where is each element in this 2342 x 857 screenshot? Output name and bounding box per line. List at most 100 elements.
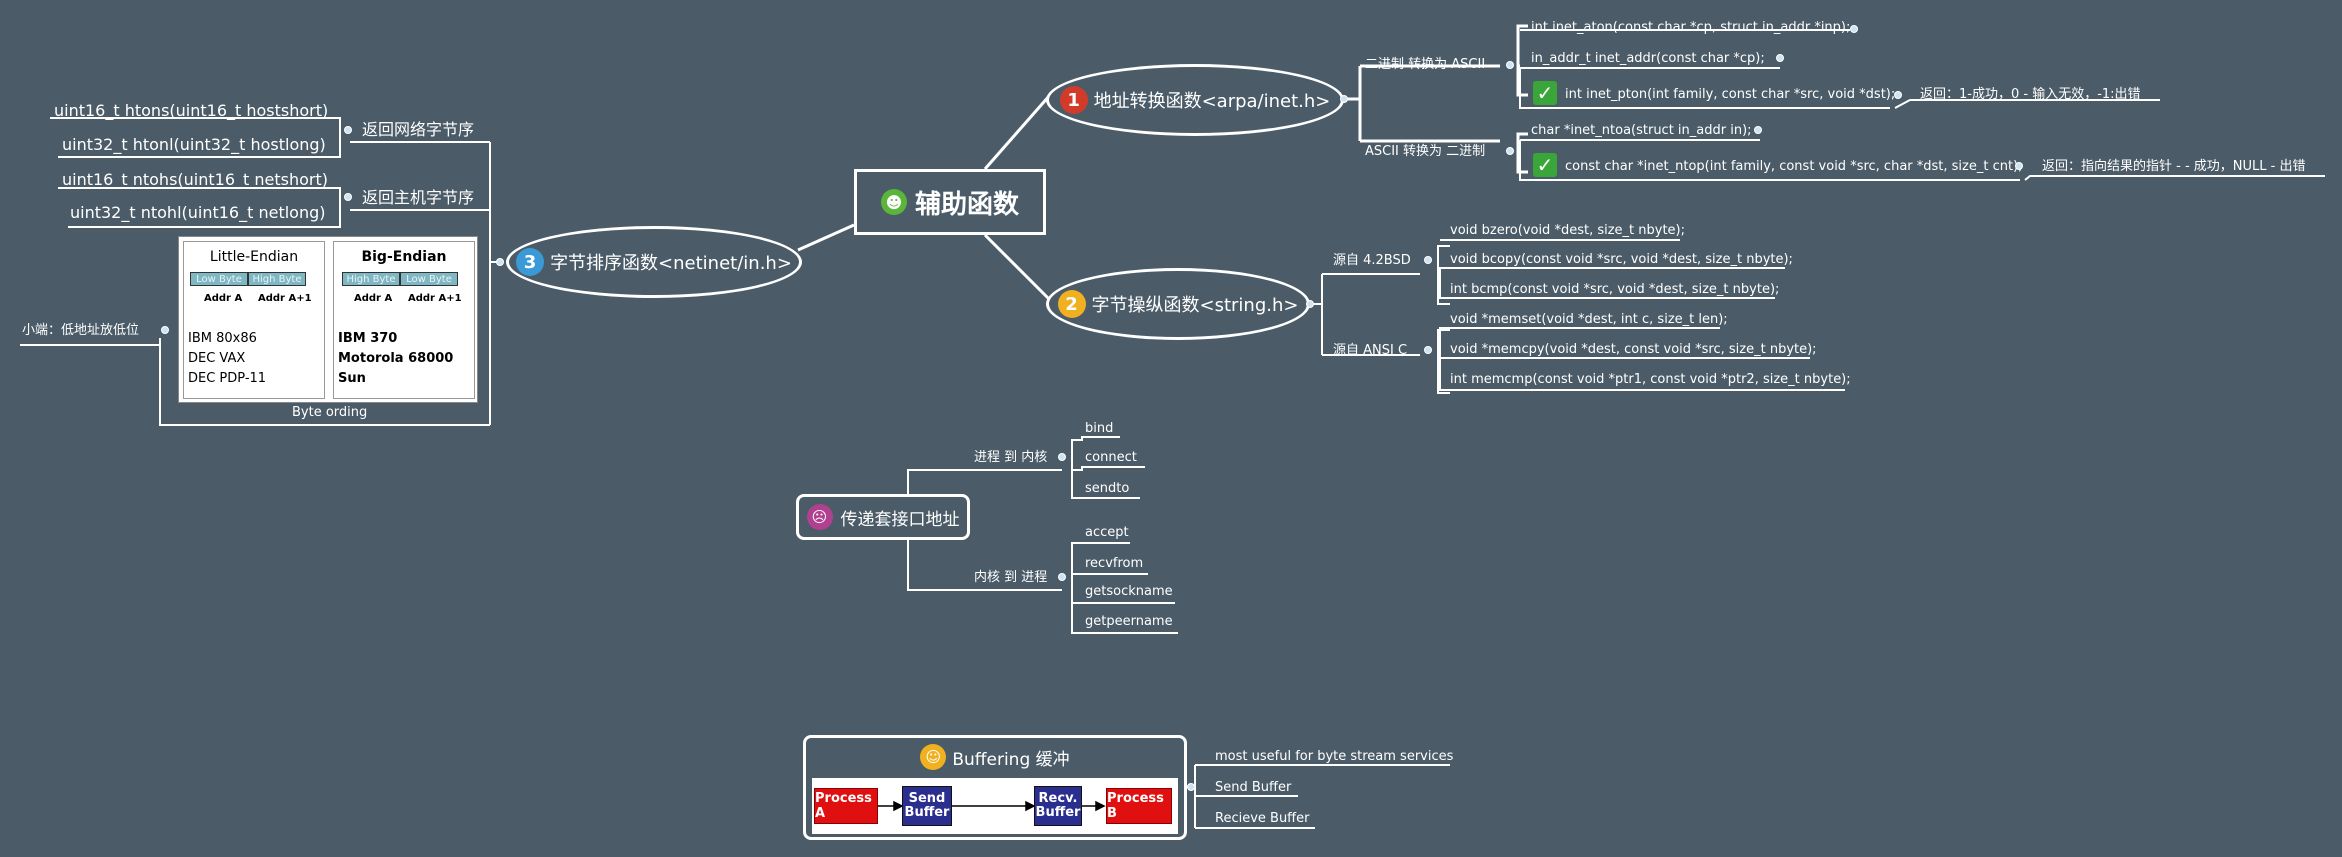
branch-arpa-node[interactable]: 1 地址转换函数<arpa/inet.h>	[1046, 64, 1344, 136]
branch-buffer-node[interactable]: ☺ Buffering 缓冲 Process A Send Buffer Rec…	[803, 735, 1187, 840]
high-byte-cell: High Byte	[248, 272, 306, 286]
function-item: int inet_aton(const char *cp, struct in_…	[1531, 20, 1851, 35]
function-item: void *memcpy(void *dest, const void *src…	[1450, 342, 1817, 357]
group-label: ASCII 转换为 二进制	[1365, 144, 1486, 159]
function-item: int memcmp(const void *ptr1, const void …	[1450, 372, 1851, 387]
function-item: in_addr_t inet_addr(const char *cp);	[1531, 51, 1765, 66]
big-endian-title: Big-Endian	[361, 249, 447, 265]
machine-name: Motorola 68000	[338, 351, 454, 366]
center-node[interactable]: ☻ 辅助函数	[854, 169, 1046, 235]
little-endian-column: Little-Endian Low Byte High Byte Addr A …	[183, 241, 325, 399]
function-item: int bcmp(const void *src, void *dest, si…	[1450, 282, 1780, 297]
function-item: char *inet_ntoa(struct in_addr in);	[1531, 123, 1752, 138]
collapse-toggle[interactable]	[1506, 61, 1514, 69]
high-byte-cell: High Byte	[342, 272, 400, 286]
branch-netinet-node[interactable]: 3 字节排序函数<netinet/in.h>	[506, 226, 802, 298]
group-label: 返回主机字节序	[362, 188, 475, 207]
collapse-toggle[interactable]	[1894, 91, 1902, 99]
little-endian-note: 小端：低地址放低位	[22, 323, 140, 338]
function-item: const char *inet_ntop(int family, const …	[1565, 159, 2023, 174]
buffer-header: ☺ Buffering 缓冲	[806, 744, 1184, 770]
process-a-box: Process A	[814, 788, 878, 824]
collapse-toggle[interactable]	[1754, 126, 1762, 134]
number-one-icon: 1	[1059, 86, 1088, 114]
branch-string-node[interactable]: 2 字节操纵函数<string.h>	[1046, 268, 1310, 340]
machine-name: DEC PDP-11	[188, 371, 267, 386]
collapse-toggle[interactable]	[344, 193, 352, 201]
branch-string-title: 字节操纵函数<string.h>	[1091, 295, 1299, 316]
collapse-toggle[interactable]	[1424, 256, 1432, 264]
send-buffer-box: Send Buffer	[902, 786, 952, 826]
collapse-toggle[interactable]	[161, 326, 169, 334]
byte-ordering-figure: Little-Endian Low Byte High Byte Addr A …	[178, 236, 478, 403]
group-label: 返回网络字节序	[362, 120, 475, 139]
function-item: uint32_t htonl(uint32_t hostlong)	[62, 135, 326, 154]
branch-buffer-title: Buffering 缓冲	[952, 749, 1070, 770]
function-item: recvfrom	[1085, 556, 1144, 571]
buffer-diagram: Process A Send Buffer Recv. Buffer Proce…	[812, 778, 1178, 834]
group-label: 二进制 转换为 ASCII	[1365, 57, 1486, 72]
big-endian-column: Big-Endian High Byte Low Byte Addr A Add…	[333, 241, 475, 399]
collapse-toggle[interactable]	[496, 258, 504, 266]
collapse-toggle[interactable]	[1506, 147, 1514, 155]
function-item: uint16_t htons(uint16_t hostshort)	[54, 101, 329, 120]
machine-name: DEC VAX	[188, 351, 246, 366]
checkmark-icon: ✓	[1533, 81, 1557, 105]
buffer-item: Recieve Buffer	[1215, 811, 1310, 826]
number-three-icon: 3	[516, 248, 545, 276]
center-title: 辅助函数	[914, 189, 1019, 220]
function-item: int inet_pton(int family, const char *sr…	[1565, 87, 1896, 102]
surprised-face-icon: ☹	[806, 504, 833, 530]
address-label: Addr A	[204, 293, 243, 304]
buffer-item: most useful for byte stream services	[1215, 749, 1454, 764]
collapse-toggle[interactable]	[1306, 300, 1314, 308]
function-item: accept	[1085, 525, 1129, 540]
collapse-toggle[interactable]	[1058, 453, 1066, 461]
function-item: connect	[1085, 450, 1137, 465]
group-label: 进程 到 内核	[974, 450, 1048, 465]
function-item: getsockname	[1085, 584, 1173, 599]
collapse-toggle[interactable]	[1187, 783, 1195, 791]
address-label: Addr A+1	[258, 293, 312, 304]
laughing-face-icon: ☺	[920, 744, 947, 770]
smiley-icon: ☻	[880, 189, 907, 215]
group-label: 源自 4.2BSD	[1333, 253, 1411, 268]
return-note: 返回：指向结果的指针 - - 成功，NULL - 出错	[2042, 159, 2306, 174]
collapse-toggle[interactable]	[344, 126, 352, 134]
branch-netinet-title: 字节排序函数<netinet/in.h>	[550, 253, 792, 274]
function-item: sendto	[1085, 481, 1130, 496]
return-note: 返回：1-成功，0 - 输入无效，-1:出错	[1920, 87, 2141, 102]
function-item: bind	[1085, 421, 1114, 436]
collapse-toggle[interactable]	[2015, 162, 2023, 170]
machine-name: IBM 370	[338, 331, 398, 346]
collapse-toggle[interactable]	[1058, 573, 1066, 581]
function-item: void bzero(void *dest, size_t nbyte);	[1450, 223, 1685, 238]
buffer-item: Send Buffer	[1215, 780, 1292, 795]
branch-socket-node[interactable]: ☹ 传递套接口地址	[796, 494, 970, 540]
function-item: void bcopy(const void *src, void *dest, …	[1450, 252, 1793, 267]
address-label: Addr A	[354, 293, 393, 304]
recv-buffer-box: Recv. Buffer	[1034, 786, 1082, 826]
function-item: getpeername	[1085, 614, 1173, 629]
process-b-box: Process B	[1106, 788, 1172, 824]
collapse-toggle[interactable]	[1776, 54, 1784, 62]
branch-socket-title: 传递套接口地址	[840, 509, 960, 530]
collapse-toggle[interactable]	[1340, 95, 1348, 103]
low-byte-cell: Low Byte	[190, 272, 248, 286]
collapse-toggle[interactable]	[1424, 346, 1432, 354]
function-item: uint32_t ntohl(uint16_t netlong)	[70, 203, 326, 222]
collapse-toggle[interactable]	[1850, 25, 1858, 33]
byte-ordering-caption: Byte ording	[292, 405, 368, 420]
group-label: 源自 ANSI C	[1333, 343, 1408, 358]
branch-arpa-title: 地址转换函数<arpa/inet.h>	[1093, 91, 1331, 112]
buffer-arrows	[878, 800, 1106, 812]
group-label: 内核 到 进程	[974, 570, 1048, 585]
function-item: uint16_t ntohs(uint16_t netshort)	[62, 170, 328, 189]
machine-name: Sun	[338, 371, 366, 386]
address-label: Addr A+1	[408, 293, 462, 304]
function-item: void *memset(void *dest, int c, size_t l…	[1450, 312, 1728, 327]
little-endian-title: Little-Endian	[209, 249, 299, 265]
low-byte-cell: Low Byte	[400, 272, 458, 286]
